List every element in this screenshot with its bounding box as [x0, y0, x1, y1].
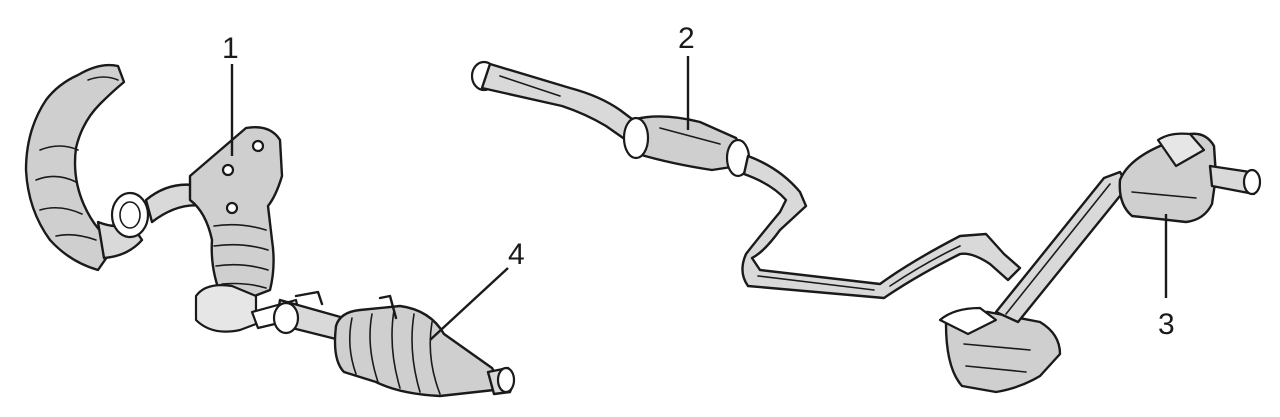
front-pipe-assembly: [24, 63, 346, 342]
converter-body: [333, 304, 498, 398]
intermediate-pipe-rear: [741, 154, 1022, 300]
callout-3-label: 3: [1158, 308, 1175, 341]
callout-4: 4: [429, 238, 525, 341]
callout-1: 1: [222, 32, 239, 156]
intermediate-pipe-front: [480, 62, 638, 142]
callout-1-label: 1: [222, 32, 239, 65]
callout-3: 3: [1158, 214, 1175, 341]
callout-2-label: 2: [678, 22, 695, 55]
intermediate-pipe-assembly: [470, 60, 1022, 300]
rear-muffler-assembly: [938, 132, 1262, 394]
muffler-flange-front: [622, 116, 650, 160]
catalytic-converter: [333, 294, 516, 398]
tail-pipe-connector: [994, 170, 1130, 324]
lower-flange-plate: [194, 284, 258, 333]
callout-4-leader: [429, 267, 509, 341]
flange-ring-left: [110, 191, 150, 239]
tail-pipe-end: [1242, 168, 1262, 196]
manifold-center: [188, 126, 284, 302]
callout-4-label: 4: [508, 238, 525, 271]
callout-2: 2: [678, 22, 695, 130]
